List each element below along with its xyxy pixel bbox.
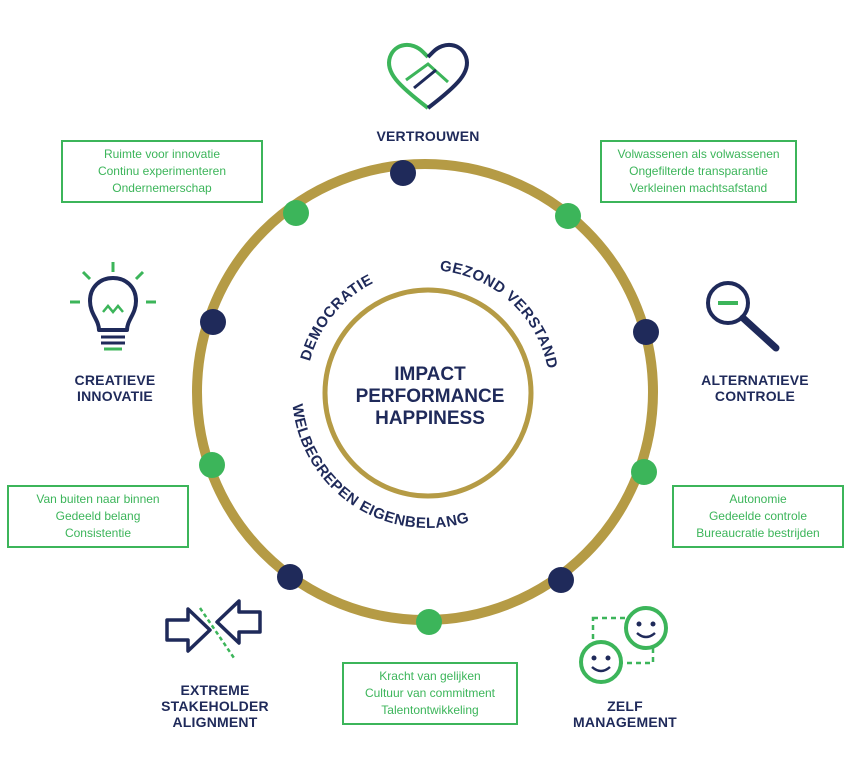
section-title-alternatieve-controle: ALTERNATIEVE CONTROLE [701, 372, 809, 404]
ring-dot-navy [390, 160, 416, 186]
section-title-extreme-stakeholder-alignment: EXTREME STAKEHOLDER ALIGNMENT [161, 682, 269, 730]
textbox-top-right: Volwassenen als volwassenen Ongefilterde… [600, 140, 797, 203]
ring-dot-navy [548, 567, 574, 593]
inner-ring [322, 287, 534, 499]
lightbulb-icon [70, 262, 156, 351]
section-title-zelf-management: ZELF MANAGEMENT [573, 698, 677, 730]
section-title-vertrouwen: VERTROUWEN [376, 128, 480, 144]
magnifier-minus-icon [706, 281, 780, 352]
opposing-arrows-icon [165, 599, 262, 659]
ring-dot-navy [633, 319, 659, 345]
textbox-right: Autonomie Gedeelde controle Bureaucratie… [672, 485, 844, 548]
section-title-creatieve-innovatie: CREATIEVE INNOVATIE [74, 372, 156, 404]
textbox-left: Van buiten naar binnen Gedeeld belang Co… [7, 485, 189, 548]
ring-dot-navy [277, 564, 303, 590]
ring-dot-green [283, 200, 309, 226]
ring-dot-navy [200, 309, 226, 335]
center-line-2: PERFORMANCE [355, 386, 505, 407]
textbox-bottom: Kracht van gelijken Cultuur van commitme… [342, 662, 518, 725]
ring-dot-green [631, 459, 657, 485]
smiley-faces-icon [579, 606, 668, 684]
ring-dot-green [199, 452, 225, 478]
ring-dot-green [555, 203, 581, 229]
center-line-1: IMPACT [394, 364, 466, 385]
center-label: IMPACT PERFORMANCE HAPPINESS [330, 364, 530, 430]
textbox-top-left: Ruimte voor innovatie Continu experiment… [61, 140, 263, 203]
handshake-heart-icon [387, 43, 469, 110]
arc-label-gezond-verstand: GEZOND VERSTAND [439, 258, 561, 371]
center-line-3: HAPPINESS [375, 408, 485, 429]
ring-dot-green [416, 609, 442, 635]
